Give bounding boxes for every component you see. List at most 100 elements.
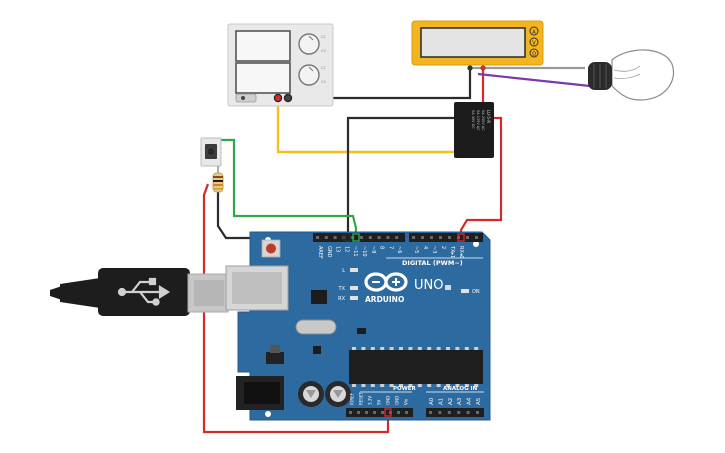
header-hole[interactable] — [333, 236, 337, 239]
chip-pin — [474, 347, 479, 350]
pin-label-digital: 13 — [335, 246, 341, 252]
wire-black-supply-meter[interactable] — [288, 68, 472, 100]
header-hole[interactable] — [405, 411, 408, 414]
pin-label-analog: A2 — [448, 398, 454, 405]
header-hole[interactable] — [365, 411, 368, 414]
supply-knob-voltage[interactable] — [298, 64, 320, 86]
header-hole[interactable] — [412, 236, 415, 239]
header-hole[interactable] — [395, 236, 399, 239]
arduino-logo-icon — [364, 272, 408, 292]
pin-label-digital: TX▸1 — [449, 245, 455, 258]
relay-label-4: 5A 30V DC — [471, 110, 475, 129]
header-hole[interactable] — [466, 236, 469, 239]
resistor[interactable] — [212, 166, 224, 193]
pin-label-digital: ~11 — [352, 246, 358, 257]
pin-label-power: 5V — [377, 399, 382, 405]
led-tx — [350, 286, 358, 290]
header-hole[interactable] — [476, 411, 479, 414]
label-led-l: L — [342, 268, 345, 274]
header-hole[interactable] — [421, 236, 424, 239]
chip-pin — [408, 347, 413, 350]
header-hole[interactable] — [438, 411, 442, 414]
power-supply[interactable]: CC CV CC CV — [227, 23, 334, 107]
chip-pin — [464, 347, 469, 350]
pin-label-digital: ~9 — [370, 246, 376, 253]
header-hole[interactable] — [368, 236, 372, 239]
header-hole[interactable] — [429, 411, 432, 414]
multimeter-mode-amp[interactable] — [529, 26, 539, 36]
header-hole[interactable] — [360, 236, 363, 239]
header-hole[interactable] — [475, 236, 478, 239]
wire-black-relay-gnd[interactable] — [346, 116, 458, 238]
led-on — [461, 289, 469, 293]
chip-pin — [446, 384, 450, 387]
header-hole[interactable] — [447, 411, 451, 414]
push-button[interactable] — [200, 137, 222, 167]
pin-label-digital: RX◂0 — [458, 246, 464, 259]
multimeter-mode-volt[interactable] — [529, 37, 539, 47]
chip-pin — [380, 347, 385, 350]
chip-pin — [408, 384, 413, 387]
multimeter-label-v: V — [532, 41, 536, 47]
supply-power-switch[interactable] — [235, 93, 257, 103]
supply-terminal-negative[interactable] — [283, 93, 293, 103]
pin-label-digital: 8 — [379, 246, 385, 249]
usb-cable[interactable] — [50, 268, 229, 316]
pin-label-digital: ~10 — [361, 246, 367, 257]
chip-pin — [436, 347, 441, 350]
led-rx — [350, 296, 358, 300]
wires — [202, 66, 591, 434]
wire-yellow-supply-relay[interactable] — [276, 98, 455, 154]
header-hole[interactable] — [439, 236, 442, 239]
supply-terminal-positive[interactable] — [273, 93, 283, 103]
pin-label-digital: ~3 — [431, 246, 437, 253]
pin-label-power: IOREF — [350, 392, 355, 405]
pin-label-power: 3.3V — [368, 396, 373, 405]
arduino-brand: ARDUINO — [365, 295, 404, 304]
header-hole[interactable] — [397, 411, 400, 414]
header-hole[interactable] — [373, 411, 376, 414]
arduino-microcontroller — [349, 350, 483, 384]
header-hole[interactable] — [316, 236, 319, 239]
multimeter-probe-common[interactable] — [467, 65, 473, 71]
chip-pin — [399, 384, 403, 387]
pin-label-power: GND — [395, 396, 400, 405]
multimeter-display — [420, 27, 526, 58]
header-hole[interactable] — [386, 236, 390, 239]
header-hole[interactable] — [448, 236, 451, 239]
header-hole[interactable] — [457, 411, 461, 414]
pin-label-digital: ~5 — [413, 246, 419, 253]
chip-pin — [361, 384, 366, 387]
pin-label-analog: A5 — [476, 397, 482, 405]
led-l — [350, 268, 358, 272]
header-hole[interactable] — [381, 411, 384, 414]
supply-knob-current[interactable] — [298, 33, 320, 55]
header-analog-title: ANALOG IN — [443, 386, 478, 392]
chip-pin — [389, 347, 394, 350]
wire-red-relay-pin2[interactable] — [459, 116, 503, 238]
pin-label-digital: 7 — [387, 246, 393, 249]
chip-pin — [436, 384, 441, 387]
pin-label-analog: A4 — [467, 397, 473, 405]
chip-pins — [352, 347, 479, 387]
header-hole[interactable] — [349, 411, 352, 414]
header-hole[interactable] — [430, 236, 433, 239]
header-hole[interactable] — [466, 411, 470, 414]
multimeter[interactable]: A V Ω — [411, 20, 544, 71]
relay[interactable]: LU-5-R 5A 250V AC 5A 125V AC 5A 30V DC — [454, 102, 494, 158]
header-analog[interactable] — [426, 408, 484, 417]
label-led-tx: TX — [338, 286, 346, 292]
header-power[interactable] — [346, 408, 413, 417]
wire-purple-meter-bulb[interactable] — [477, 72, 591, 88]
multimeter-mode-ohm[interactable] — [529, 48, 539, 58]
header-hole[interactable] — [324, 236, 328, 239]
light-bulb[interactable] — [588, 49, 674, 101]
multimeter-probe-positive[interactable] — [480, 65, 486, 71]
header-hole[interactable] — [377, 236, 381, 239]
wire-green-button-pin12[interactable] — [220, 138, 358, 238]
header-hole[interactable] — [357, 411, 360, 414]
header-digital-right[interactable] — [409, 233, 483, 242]
wire-red-5v-relay[interactable] — [202, 183, 390, 434]
